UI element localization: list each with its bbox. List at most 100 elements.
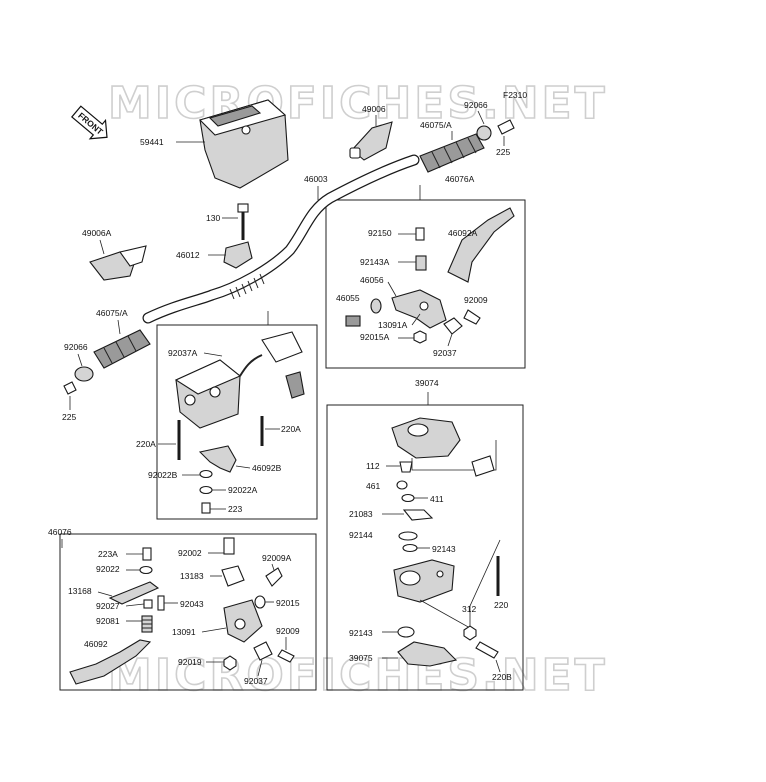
leader-92066-left [77,353,83,367]
bushing-92143a [415,255,427,271]
boot-49006 [349,121,393,161]
label-92009-right: 92009 [464,295,488,305]
nut-92019 [223,655,237,671]
lever-39075 [397,641,458,667]
label-220a-left: 220A [136,439,156,449]
label-21083: 21083 [349,509,373,519]
nut-312 [463,625,477,641]
label-92002: 92002 [178,548,202,558]
clip-39074 [471,455,495,477]
label-92019: 92019 [178,657,202,667]
washer-92022b [199,469,213,479]
label-92037-low: 92037 [244,676,268,686]
label-92022a: 92022A [228,485,258,495]
label-411: 411 [430,494,444,504]
leader-92037-right [447,333,453,347]
group-box-46091 [156,324,318,520]
washer-92022 [139,565,153,575]
leader-46092b [235,465,251,469]
washer-411 [401,493,415,503]
label-39074: 39074 [415,378,439,388]
label-92043: 92043 [180,599,204,609]
bolt-92009-low [277,649,295,663]
group-box-46076a [325,199,526,369]
pin-92027 [143,599,153,609]
label-461: 461 [366,481,380,491]
label-92150: 92150 [368,228,392,238]
label-46092b: 46092B [252,463,282,473]
watermark-top: MICROFICHES.NET [108,78,608,129]
leader-92009a [271,563,275,571]
label-92143-low: 92143 [349,628,373,638]
washer-461 [396,480,408,490]
leader-220b [495,659,501,673]
grip-46075a-left [93,329,151,369]
spring-92081 [141,615,153,633]
leader-46056 [387,281,397,297]
lever-13168 [108,581,160,605]
leader-92037a [203,352,223,357]
lever-46092 [69,639,152,685]
label-13091: 13091 [172,627,196,637]
bolt-92002 [223,537,235,555]
label-92022: 92022 [96,564,120,574]
clamp-46012 [223,241,253,269]
throttle-cover-39074 [391,417,461,459]
label-92009-low: 92009 [276,626,300,636]
spring-92144 [398,531,418,541]
label-92143a: 92143A [360,257,390,267]
label-92144: 92144 [349,530,373,540]
leader-92027 [125,603,145,607]
leader-13091a [411,313,421,326]
label-46092: 46092 [84,639,108,649]
bushing-92143-mid [402,543,418,553]
plate-21083 [402,509,434,521]
label-92037-right: 92037 [433,348,457,358]
label-92015a: 92015A [360,332,390,342]
boot-49006a [89,245,147,281]
nut-92015 [254,595,266,609]
clamp-92037-right [443,317,463,335]
group-box-46076 [59,533,317,691]
bracket-13091a [391,289,447,329]
pin-92043 [157,595,165,611]
label-112: 112 [366,461,380,471]
label-92009a: 92009A [262,553,292,563]
leader-92037-low [257,659,263,677]
leader-46075a-left [117,319,121,335]
throttle-body-39074 [393,559,455,603]
label-223a: 223A [98,549,118,559]
spring-46055 [370,298,382,314]
leader-13091 [201,627,227,633]
label-49006: 49006 [362,104,386,114]
label-220: 220 [494,600,508,610]
label-92066-top: 92066 [464,100,488,110]
lever-46092a [447,207,515,283]
label-49006a: 49006A [82,228,112,238]
screw-112 [399,461,413,473]
label-312: 312 [462,604,476,614]
screw-220b [475,641,499,659]
switch-housing-46091 [174,331,305,429]
label-46092a: 46092A [448,228,478,238]
label-46076a: 46076A [445,174,475,184]
leader-92066-top [477,110,485,125]
leader-13168 [97,591,113,597]
label-225-top: 225 [496,147,510,157]
label-13168: 13168 [68,586,92,596]
lever-46092b [198,445,237,473]
label-92027: 92027 [96,601,120,611]
group-box-39074 [326,404,524,691]
plunger-46055 [345,315,361,327]
nut-92015a [413,330,427,344]
label-46076: 46076 [48,527,72,537]
bolt-92009-right [463,309,481,325]
label-92037a: 92037A [168,348,198,358]
leader-49006a [99,239,105,255]
bracket-13091 [223,599,263,643]
label-13091a: 13091A [378,320,408,330]
label-46056: 46056 [360,275,384,285]
screw-223a [142,547,152,561]
bolt-130 [237,203,249,240]
